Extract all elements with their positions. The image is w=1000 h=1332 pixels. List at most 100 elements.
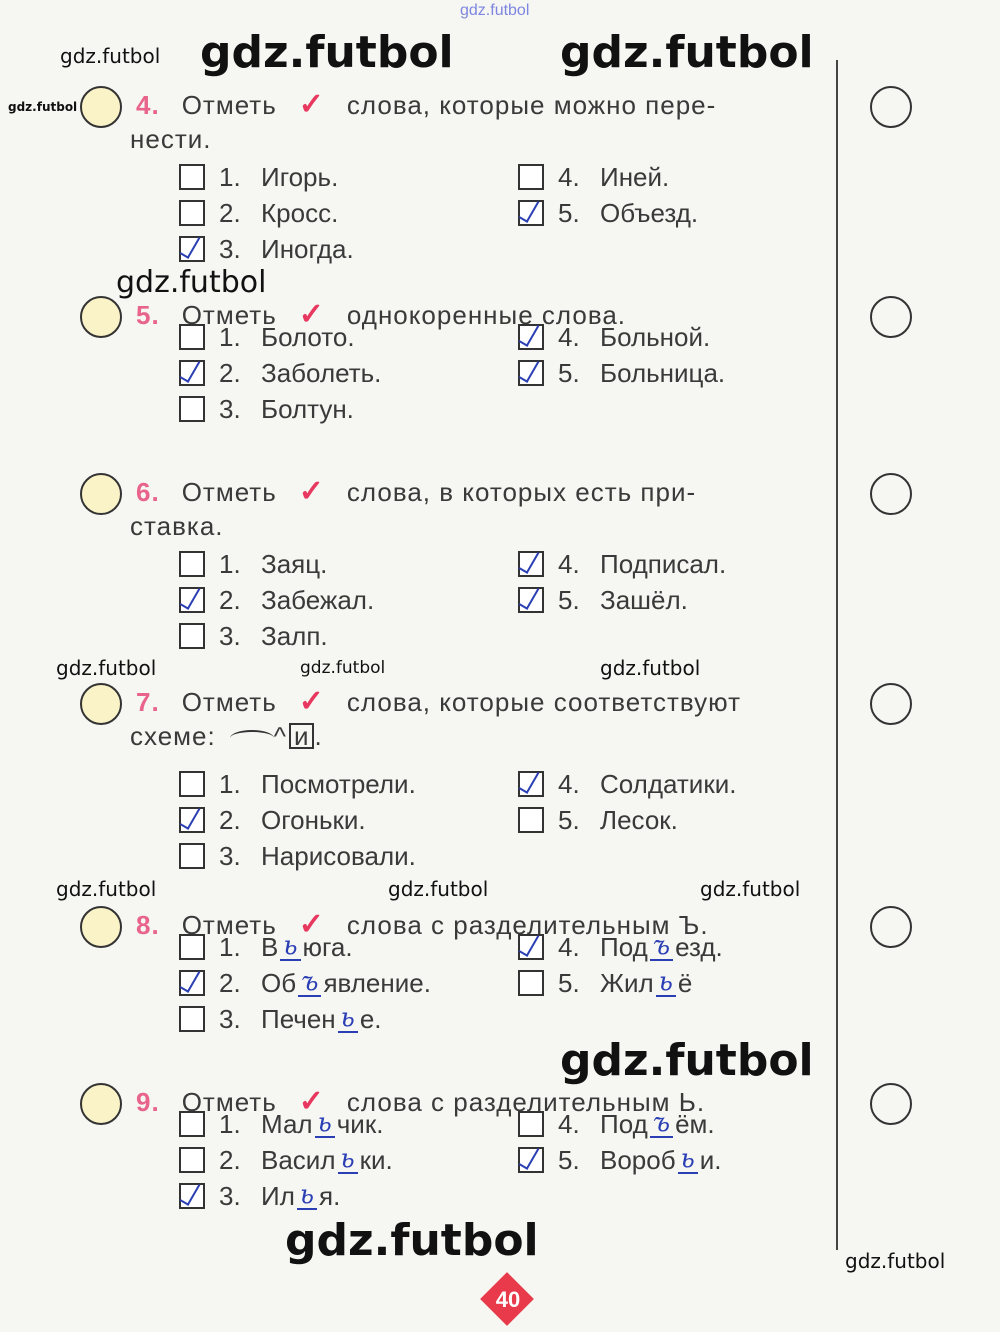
option-checkbox[interactable] bbox=[179, 396, 205, 422]
scheme-period: . bbox=[314, 721, 323, 751]
answer-option[interactable]: 1.Посмотрели. bbox=[179, 769, 416, 799]
option-checkbox[interactable] bbox=[518, 551, 544, 577]
question-7-score-circle bbox=[80, 683, 122, 725]
option-word-end: и. bbox=[699, 1145, 722, 1175]
option-number: 5. bbox=[558, 968, 580, 998]
question-6-score-circle bbox=[80, 473, 122, 515]
answer-option[interactable]: 1.Игорь. bbox=[179, 162, 338, 192]
answer-option[interactable]: 2.Заболеть. bbox=[179, 358, 381, 388]
option-checkbox[interactable] bbox=[518, 970, 544, 996]
option-checkbox[interactable] bbox=[518, 164, 544, 190]
option-checkbox[interactable] bbox=[179, 360, 205, 386]
option-checkbox[interactable] bbox=[179, 771, 205, 797]
option-number: 5. bbox=[558, 358, 580, 388]
prompt-continuation-text: схеме: bbox=[130, 721, 216, 751]
answer-option[interactable]: 3.Болтун. bbox=[179, 394, 354, 424]
option-checkbox[interactable] bbox=[179, 1147, 205, 1173]
answer-option[interactable]: 5.Объезд. bbox=[518, 198, 698, 228]
option-number: 3. bbox=[219, 394, 241, 424]
option-checkbox[interactable] bbox=[179, 324, 205, 350]
answer-option[interactable]: 5.Зашёл. bbox=[518, 585, 688, 615]
checkmark-icon: ✓ bbox=[298, 298, 325, 331]
checkmark-icon: ✓ bbox=[298, 88, 325, 121]
answer-option[interactable]: 1.Заяц. bbox=[179, 549, 327, 579]
option-word: Залп. bbox=[261, 621, 328, 651]
watermark: gdz.futbol bbox=[560, 1035, 814, 1086]
option-word-start: Под bbox=[600, 932, 648, 962]
option-number: 2. bbox=[219, 198, 241, 228]
watermark: gdz.futbol bbox=[388, 877, 489, 901]
question-6-prompt-continuation: ставка. bbox=[130, 511, 224, 541]
answer-option[interactable]: 2.Огоньки. bbox=[179, 805, 366, 835]
option-checkbox[interactable] bbox=[518, 1147, 544, 1173]
question-4-prompt-continuation: нести. bbox=[130, 124, 211, 154]
option-checkbox[interactable] bbox=[179, 1183, 205, 1209]
option-number: 3. bbox=[219, 234, 241, 264]
option-checkbox[interactable] bbox=[179, 623, 205, 649]
option-word: Болото. bbox=[261, 322, 355, 352]
question-6-prompt: 6.Отметь✓слова, в которых есть при- bbox=[136, 477, 696, 508]
option-checkbox[interactable] bbox=[179, 970, 205, 996]
question-7-answer-circle bbox=[870, 683, 912, 725]
option-checkbox[interactable] bbox=[179, 200, 205, 226]
answer-option[interactable]: 4.Больной. bbox=[518, 322, 710, 352]
question-number: 8. bbox=[136, 910, 160, 940]
option-checkbox[interactable] bbox=[518, 807, 544, 833]
option-word-start: Печен bbox=[261, 1004, 336, 1034]
option-word-start: Под bbox=[600, 1109, 648, 1139]
answer-option[interactable]: 5.Лесок. bbox=[518, 805, 678, 835]
option-checkbox[interactable] bbox=[179, 1111, 205, 1137]
option-checkbox[interactable] bbox=[518, 360, 544, 386]
option-word-start: Васил bbox=[261, 1145, 336, 1175]
option-checkbox[interactable] bbox=[518, 934, 544, 960]
option-checkbox[interactable] bbox=[179, 164, 205, 190]
option-checkbox[interactable] bbox=[518, 1111, 544, 1137]
option-checkbox[interactable] bbox=[179, 236, 205, 262]
answer-option[interactable]: 3.Иногда. bbox=[179, 234, 354, 264]
option-checkbox[interactable] bbox=[179, 551, 205, 577]
option-checkbox[interactable] bbox=[179, 934, 205, 960]
option-checkbox[interactable] bbox=[518, 587, 544, 613]
option-checkbox[interactable] bbox=[518, 324, 544, 350]
option-checkbox[interactable] bbox=[179, 843, 205, 869]
margin-divider bbox=[836, 60, 838, 1250]
answer-option[interactable]: 3.Нарисовали. bbox=[179, 841, 416, 871]
answer-option[interactable]: 4.Солдатики. bbox=[518, 769, 736, 799]
answer-option[interactable]: 4.Подписал. bbox=[518, 549, 726, 579]
watermark: gdz.futbol bbox=[600, 656, 701, 680]
question-number: 5. bbox=[136, 300, 160, 330]
option-checkbox[interactable] bbox=[518, 200, 544, 226]
answer-option[interactable]: 1.Болото. bbox=[179, 322, 355, 352]
option-word-start: Жил bbox=[600, 968, 654, 998]
option-word-start: Об bbox=[261, 968, 297, 998]
watermark: gdz.futbol bbox=[8, 100, 78, 114]
question-9-prompt: 9.Отметь✓слова с разделительным Ь. bbox=[136, 1087, 705, 1118]
option-number: 4. bbox=[558, 769, 580, 799]
answer-option[interactable]: 4.Иней. bbox=[518, 162, 669, 192]
option-checkbox[interactable] bbox=[179, 807, 205, 833]
option-word-start: Мал bbox=[261, 1109, 313, 1139]
watermark: gdz.futbol bbox=[845, 1249, 946, 1273]
watermark: gdz.futbol bbox=[285, 1215, 539, 1266]
option-checkbox[interactable] bbox=[179, 587, 205, 613]
answer-option[interactable]: 2.Кросс. bbox=[179, 198, 338, 228]
checkmark-icon: ✓ bbox=[298, 685, 325, 718]
answer-option[interactable]: 3.Залп. bbox=[179, 621, 328, 651]
option-checkbox[interactable] bbox=[179, 1006, 205, 1032]
question-5-score-circle bbox=[80, 296, 122, 338]
option-checkbox[interactable] bbox=[518, 771, 544, 797]
option-word: Лесок. bbox=[600, 805, 678, 835]
answer-option[interactable]: 2.Забежал. bbox=[179, 585, 374, 615]
answer-option[interactable]: 5.Больница. bbox=[518, 358, 725, 388]
prompt-text: слова, которые соответствуют bbox=[346, 687, 741, 717]
